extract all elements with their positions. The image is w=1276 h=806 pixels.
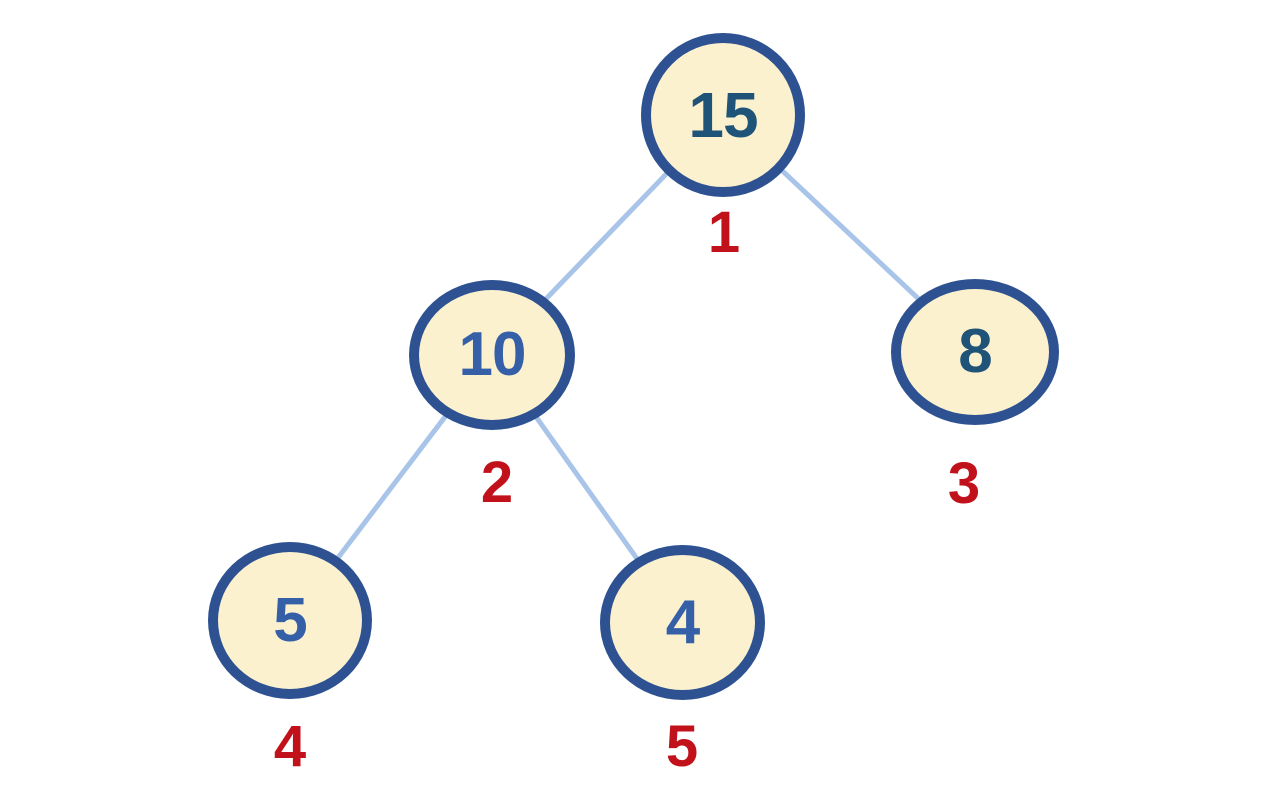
tree-node-10: 10 — [409, 280, 575, 430]
node-value-4: 4 — [665, 587, 700, 657]
node-value-5: 5 — [273, 585, 307, 655]
tree-node-8: 8 — [891, 279, 1059, 425]
visit-order-label-4: 4 — [273, 714, 307, 779]
node-value-10: 10 — [458, 320, 527, 389]
visit-order-label-3: 3 — [947, 451, 981, 516]
tree-node-5: 5 — [208, 542, 372, 699]
tree-node-4: 4 — [600, 545, 765, 700]
node-value-8: 8 — [958, 317, 992, 386]
node-value-15: 15 — [688, 79, 758, 151]
visit-order-label-5: 5 — [665, 714, 699, 779]
visit-order-label-2: 2 — [480, 450, 514, 515]
visit-order-label-1: 1 — [707, 200, 741, 265]
tree-node-15: 15 — [641, 33, 805, 197]
